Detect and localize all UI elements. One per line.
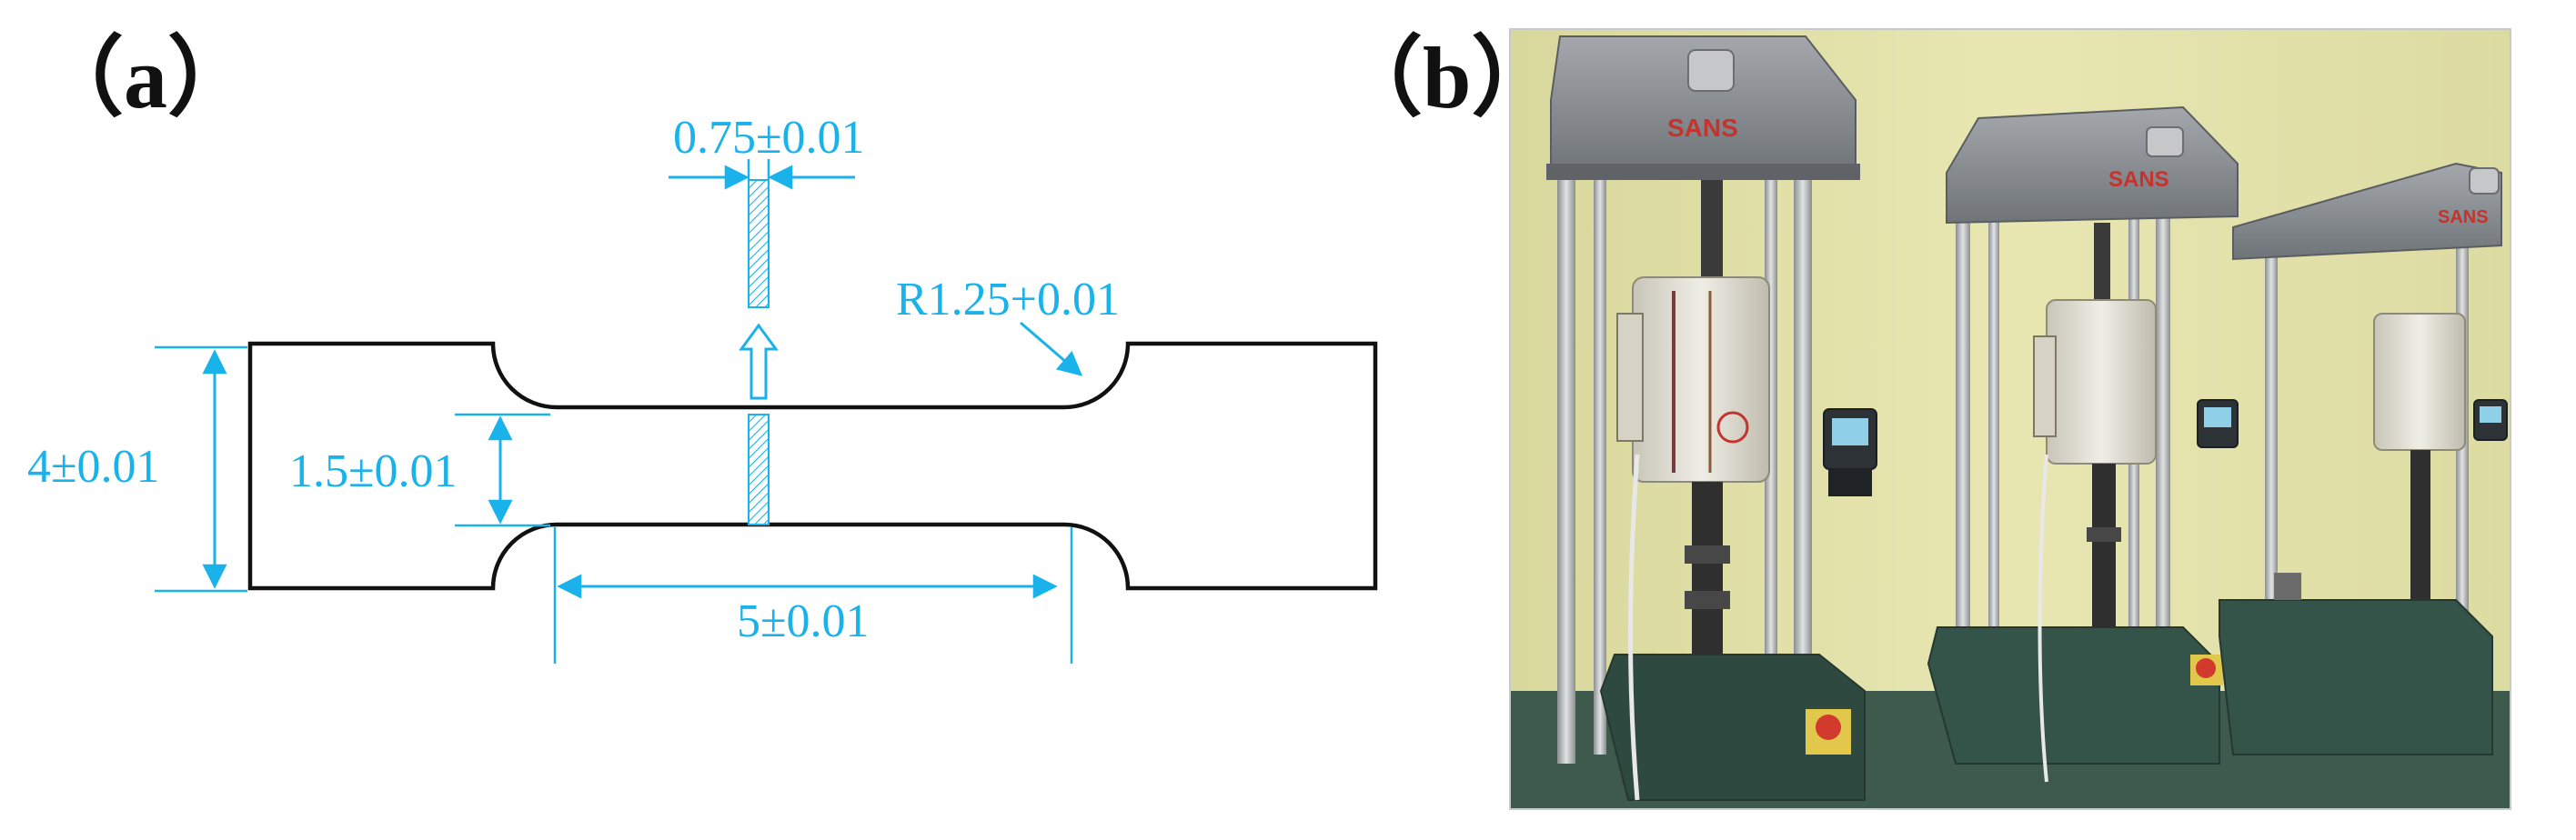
test-machine-2: SANS	[1927, 105, 2239, 783]
machine-logo-2: SANS	[2108, 167, 2169, 192]
test-machine-3: SANS	[2219, 162, 2508, 755]
panel-b: （b） SANS	[1335, 28, 2511, 810]
specimen-outline	[247, 341, 1378, 591]
gauge-length-label: 5±0.01	[737, 595, 870, 647]
view-arrow-icon	[739, 323, 779, 400]
gauge-cross-section	[748, 414, 770, 525]
thickness-section	[748, 179, 770, 308]
grip-width-label: 4±0.01	[27, 441, 160, 493]
machine-logo-3: SANS	[2438, 207, 2489, 227]
lab-photo: SANS	[1509, 28, 2511, 810]
panel-a: （a） 0.75±0.01 R1.25+0.01 4±0.01 1.5±0.01…	[27, 29, 1378, 664]
radius-leader	[1020, 321, 1083, 376]
panel-a-label: （a）	[36, 29, 255, 126]
test-machine-1: SANS	[1546, 35, 1877, 801]
gauge-width-label: 1.5±0.01	[289, 445, 458, 497]
radius-label: R1.25+0.01	[896, 274, 1120, 325]
photo-frame	[1509, 28, 2511, 810]
machine-logo-1: SANS	[1667, 114, 1738, 142]
thickness-label: 0.75±0.01	[673, 112, 865, 164]
